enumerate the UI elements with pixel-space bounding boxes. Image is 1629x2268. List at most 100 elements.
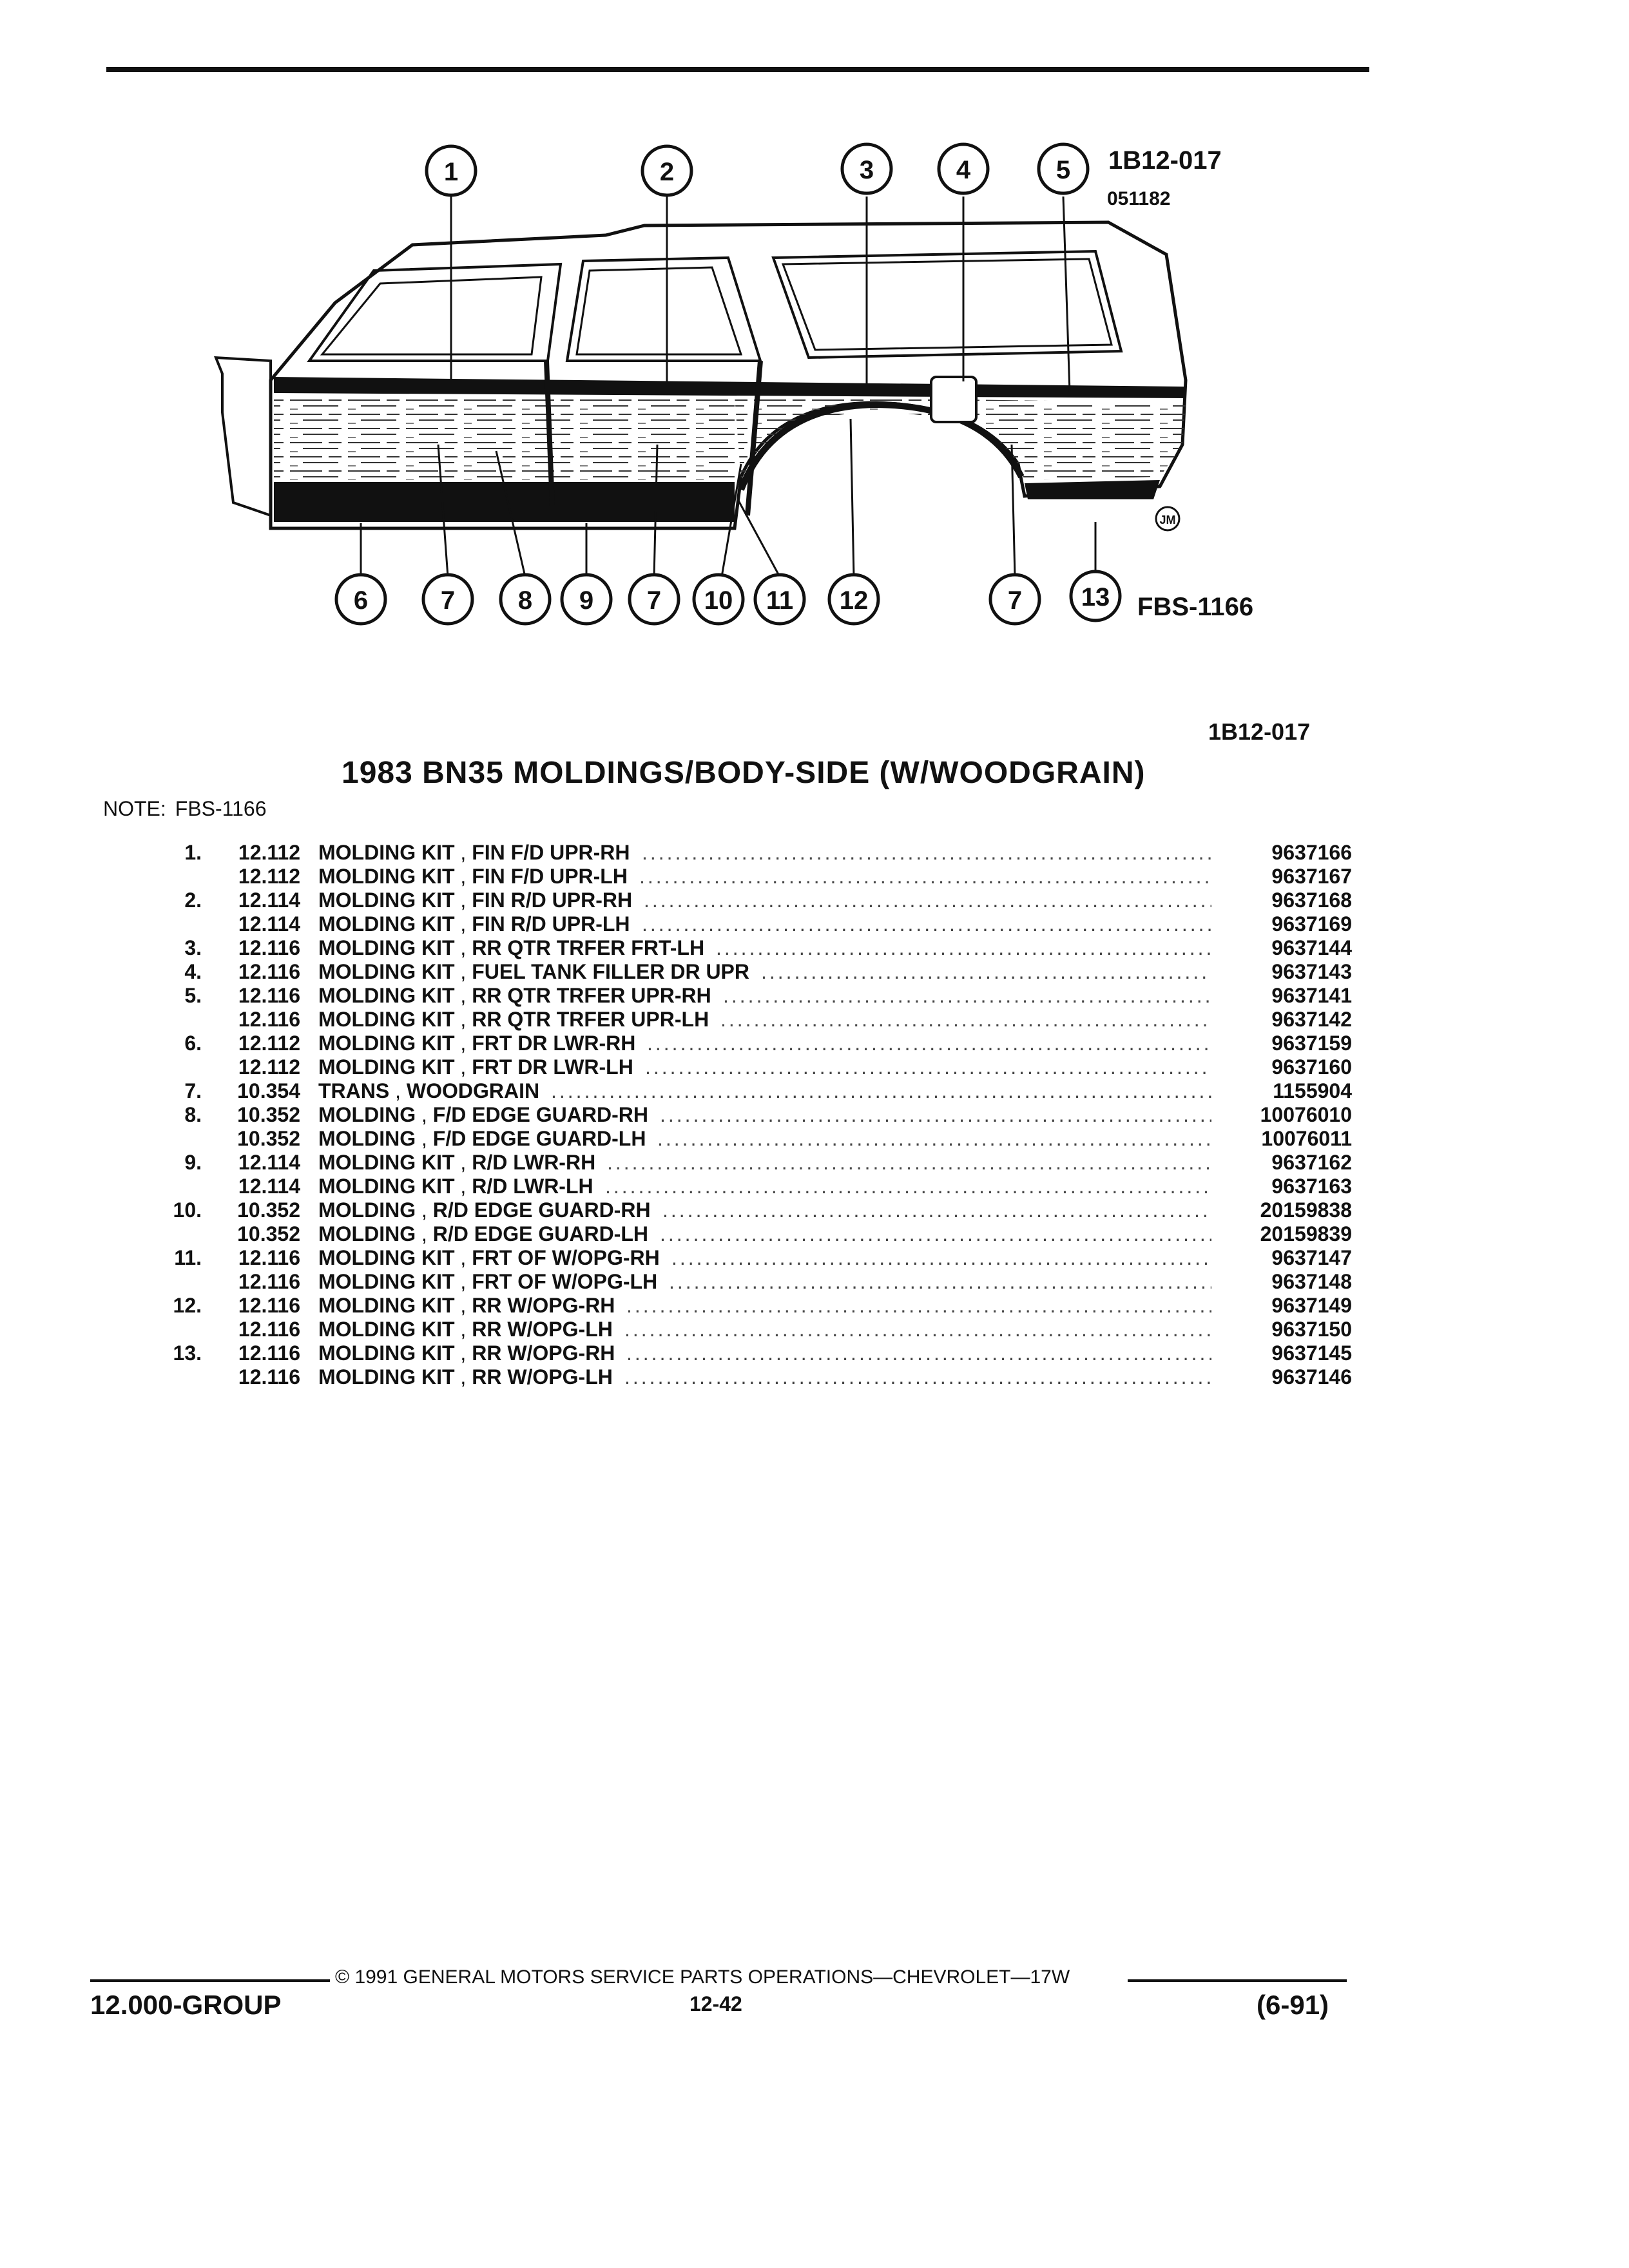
part-detail: FRT OF W/OPG-LH — [472, 1270, 658, 1293]
svg-text:7: 7 — [441, 586, 455, 615]
part-detail: RR QTR TRFER FRT-LH — [472, 936, 705, 959]
callout-12: 12 — [827, 573, 880, 626]
footer-copyright: © 1991 GENERAL MOTORS SERVICE PARTS OPER… — [335, 1966, 1070, 1988]
svg-text:6: 6 — [354, 586, 368, 615]
leader-dots: ........................................… — [645, 1055, 1211, 1079]
separator: , — [454, 1341, 472, 1365]
part-detail: RR QTR TRFER UPR-RH — [472, 984, 711, 1007]
part-name: MOLDING KIT — [318, 1055, 455, 1079]
item-number: 12. — [173, 1294, 202, 1317]
part-number: 9637149 — [1271, 1294, 1352, 1317]
part-number: 9637163 — [1271, 1175, 1352, 1198]
callout-4: 4 — [937, 142, 990, 195]
part-number: 20159839 — [1260, 1222, 1352, 1245]
item-number: 1. — [184, 841, 202, 864]
svg-text:13: 13 — [1081, 583, 1110, 611]
artist-mark: JM — [1155, 506, 1181, 532]
item-number: 4. — [184, 960, 202, 983]
leader-dots: ........................................… — [639, 865, 1211, 888]
part-name: MOLDING KIT — [318, 865, 455, 888]
figure-ref: FBS-1166 — [1137, 593, 1253, 621]
separator: , — [454, 1294, 472, 1317]
svg-text:11: 11 — [766, 586, 793, 615]
part-number: 9637144 — [1271, 936, 1352, 959]
part-name: MOLDING KIT — [318, 1294, 455, 1317]
leader-dots: ........................................… — [605, 1175, 1211, 1198]
part-name: MOLDING KIT — [318, 960, 455, 983]
part-name: MOLDING KIT — [318, 1341, 455, 1365]
svg-text:8: 8 — [518, 586, 532, 615]
item-number: 2. — [184, 889, 202, 912]
group-number: 12.112 — [238, 865, 300, 888]
svg-text:JM: JM — [1159, 514, 1175, 526]
part-description: TRANS , WOODGRAIN — [318, 1079, 539, 1103]
part-description: MOLDING KIT , FRT DR LWR-LH — [318, 1055, 633, 1079]
part-name: TRANS — [318, 1079, 390, 1102]
separator: , — [454, 1151, 472, 1174]
part-detail: FUEL TANK FILLER DR UPR — [472, 960, 749, 983]
separator: , — [454, 841, 472, 864]
leader-dots: ........................................… — [657, 1127, 1211, 1150]
separator: , — [454, 912, 472, 936]
part-description: MOLDING , R/D EDGE GUARD-LH — [318, 1222, 648, 1246]
callout-13: 13 — [1069, 570, 1122, 622]
part-name: MOLDING KIT — [318, 1365, 455, 1389]
group-number: 12.116 — [238, 984, 300, 1007]
callout-5: 5 — [1037, 142, 1090, 195]
footer-date: (6-91) — [1257, 1990, 1329, 2020]
leader-dots: ........................................… — [669, 1270, 1211, 1293]
leader-dots: ........................................… — [720, 1008, 1211, 1031]
part-description: MOLDING KIT , RR W/OPG-RH — [318, 1294, 615, 1318]
part-number: 9637166 — [1271, 841, 1352, 864]
part-number: 10076010 — [1260, 1103, 1352, 1126]
part-number: 10076011 — [1261, 1127, 1352, 1150]
group-number: 12.116 — [238, 1246, 300, 1269]
part-number: 9637150 — [1271, 1318, 1352, 1341]
group-number: 12.116 — [238, 960, 300, 983]
leader-dots: ........................................… — [662, 1198, 1211, 1222]
leader-dots: ........................................… — [624, 1365, 1211, 1389]
part-number: 9637167 — [1271, 865, 1352, 888]
callout-2: 2 — [641, 144, 693, 197]
part-detail: R/D EDGE GUARD-LH — [432, 1222, 648, 1245]
part-number: 9637159 — [1271, 1032, 1352, 1055]
part-number: 9637141 — [1271, 984, 1352, 1007]
note-line: NOTE:FBS-1166 — [103, 797, 275, 821]
part-detail: F/D EDGE GUARD-LH — [432, 1127, 646, 1150]
leader-dots: ........................................… — [644, 889, 1211, 912]
leader-dots: ........................................… — [660, 1103, 1211, 1126]
leader-dots: ........................................… — [626, 1341, 1211, 1365]
part-number: 20159838 — [1260, 1198, 1352, 1222]
footer-rule-left — [90, 1979, 330, 1982]
separator: , — [454, 1246, 472, 1269]
leader-dots: ........................................… — [642, 841, 1211, 864]
separator: , — [454, 865, 472, 888]
separator: , — [454, 1055, 472, 1079]
part-number: 9637148 — [1271, 1270, 1352, 1293]
part-description: MOLDING KIT , RR W/OPG-LH — [318, 1365, 613, 1389]
part-description: MOLDING KIT , FRT DR LWR-RH — [318, 1032, 635, 1055]
leader-lines — [360, 196, 1097, 577]
part-number: 9637142 — [1271, 1008, 1352, 1031]
separator: , — [454, 1032, 472, 1055]
part-name: MOLDING KIT — [318, 1246, 455, 1269]
part-description: MOLDING KIT , FIN F/D UPR-LH — [318, 865, 628, 889]
callout-6: 6 — [334, 573, 387, 626]
part-detail: FIN F/D UPR-LH — [472, 865, 628, 888]
footer-rule-right — [1128, 1979, 1347, 1982]
callout-10: 10 — [692, 573, 745, 626]
separator: , — [454, 984, 472, 1007]
part-name: MOLDING KIT — [318, 1175, 455, 1198]
part-description: MOLDING KIT , RR W/OPG-RH — [318, 1341, 615, 1365]
callout-7c: 7 — [988, 573, 1041, 626]
group-number: 12.116 — [238, 1270, 300, 1293]
